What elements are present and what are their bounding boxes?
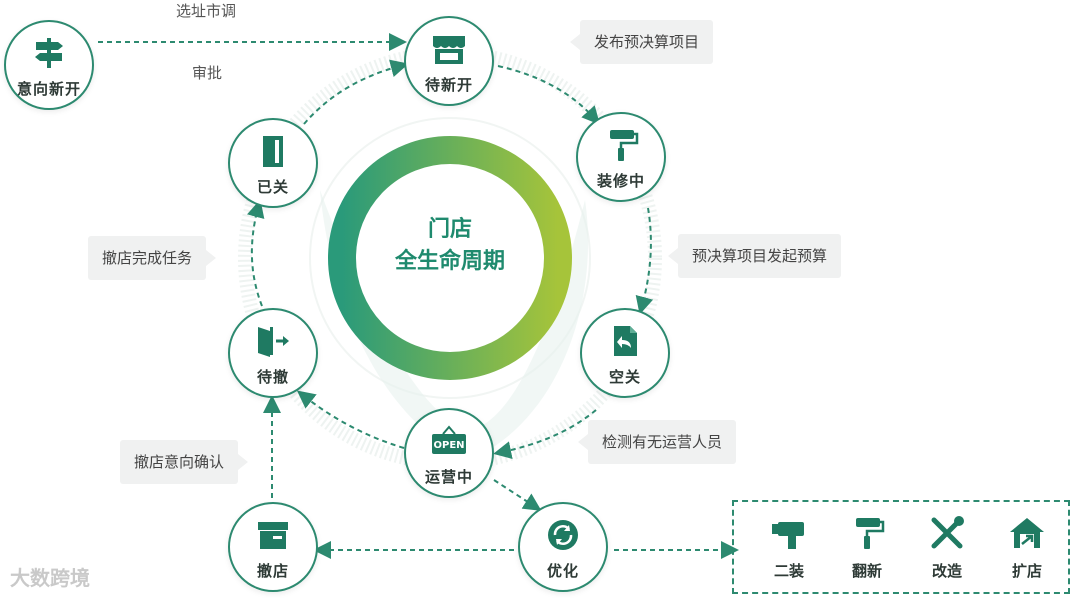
- house-icon: [1010, 518, 1044, 548]
- node-label: 已关: [256, 178, 289, 196]
- bubble-text: 撤店意向确认: [134, 453, 225, 471]
- bubble-chedian-confirm: 撤店意向确认: [120, 440, 249, 484]
- arrow-yiguan-to-daixinkai: [303, 59, 409, 125]
- storefront-icon: [433, 36, 465, 64]
- node-label: 撤店: [256, 562, 289, 580]
- center-title: 门店 全生命周期: [330, 214, 570, 278]
- node-chedian: 撤店: [228, 502, 318, 592]
- option-label: 改造: [931, 562, 962, 580]
- signpost-icon: [35, 38, 63, 68]
- label-xuanzhi: 选址市调: [176, 2, 237, 20]
- bubble-text: 检测有无运营人员: [602, 433, 723, 451]
- door-icon: [263, 136, 283, 167]
- node-label: 意向新开: [16, 80, 81, 98]
- option-label: 扩店: [1011, 562, 1042, 580]
- bg-inner-ring: [309, 117, 591, 399]
- node-yixiang: 意向新开: [4, 20, 94, 110]
- arrow-daiche-to-yiguan: [246, 199, 265, 307]
- option-kuodian: 扩店: [992, 516, 1062, 581]
- lifecycle-ring: [328, 136, 572, 380]
- box-icon: [258, 522, 288, 549]
- refresh-icon: [548, 520, 578, 550]
- node-yunying: OPEN 运营中: [404, 408, 494, 498]
- arrow-daixinkai-to-zhuangxiu: [497, 65, 601, 125]
- arrow-yunying-to-daiche: [296, 390, 405, 449]
- arrow-zhuangxiu-to-kongguan: [635, 207, 654, 315]
- center-title-line1: 门店: [427, 217, 472, 242]
- optimization-options: 二装 翻新 改造 扩店: [732, 500, 1070, 594]
- open-sign-icon: OPEN: [432, 425, 466, 454]
- label-shenpi: 审批: [192, 64, 223, 82]
- bubble-yujuesuan: 预决算项目发起预算: [668, 234, 842, 278]
- center-title-line2: 全生命周期: [394, 249, 505, 274]
- roller-icon: [856, 518, 885, 549]
- drill-icon: [772, 522, 804, 549]
- option-label: 翻新: [851, 562, 882, 580]
- bubble-text: 撤店完成任务: [102, 249, 193, 267]
- option-gaizao: 改造: [912, 516, 982, 581]
- node-label: 优化: [546, 562, 579, 580]
- watermark-logo: 大数跨境: [10, 566, 90, 590]
- arrow-yunying-to-youhua: [493, 479, 542, 511]
- bubble-jiance: 检测有无运营人员: [578, 420, 737, 464]
- arrow-kongguan-to-yunying: [493, 409, 597, 459]
- node-zhuangxiu: 装修中: [576, 112, 666, 202]
- option-label: 二装: [773, 562, 804, 580]
- bubble-text: 预决算项目发起预算: [692, 247, 828, 265]
- bg-swoosh: [320, 190, 589, 460]
- exit-door-icon: [258, 327, 289, 357]
- document-return-icon: [614, 326, 637, 356]
- node-daixinkai: 待新开: [404, 16, 494, 106]
- node-label: 空关: [608, 368, 641, 386]
- node-daiche: 待撤: [228, 308, 318, 398]
- option-fanxin: 翻新: [832, 516, 902, 581]
- option-erzhuang: 二装: [754, 516, 824, 581]
- svg-text:OPEN: OPEN: [433, 440, 464, 451]
- node-youhua: 优化: [518, 502, 608, 592]
- bubble-text: 发布预决算项目: [594, 33, 700, 51]
- node-kongguan: 空关: [580, 308, 670, 398]
- paint-roller-icon: [610, 130, 639, 161]
- bubble-chedian-task: 撤店完成任务: [88, 236, 217, 280]
- node-label: 待新开: [424, 76, 473, 94]
- node-label: 待撤: [256, 368, 289, 386]
- node-yiguan: 已关: [228, 118, 318, 208]
- bubble-fabu: 发布预决算项目: [570, 20, 714, 64]
- node-label: 运营中: [424, 468, 473, 486]
- node-label: 装修中: [596, 172, 645, 190]
- tools-icon: [931, 516, 964, 549]
